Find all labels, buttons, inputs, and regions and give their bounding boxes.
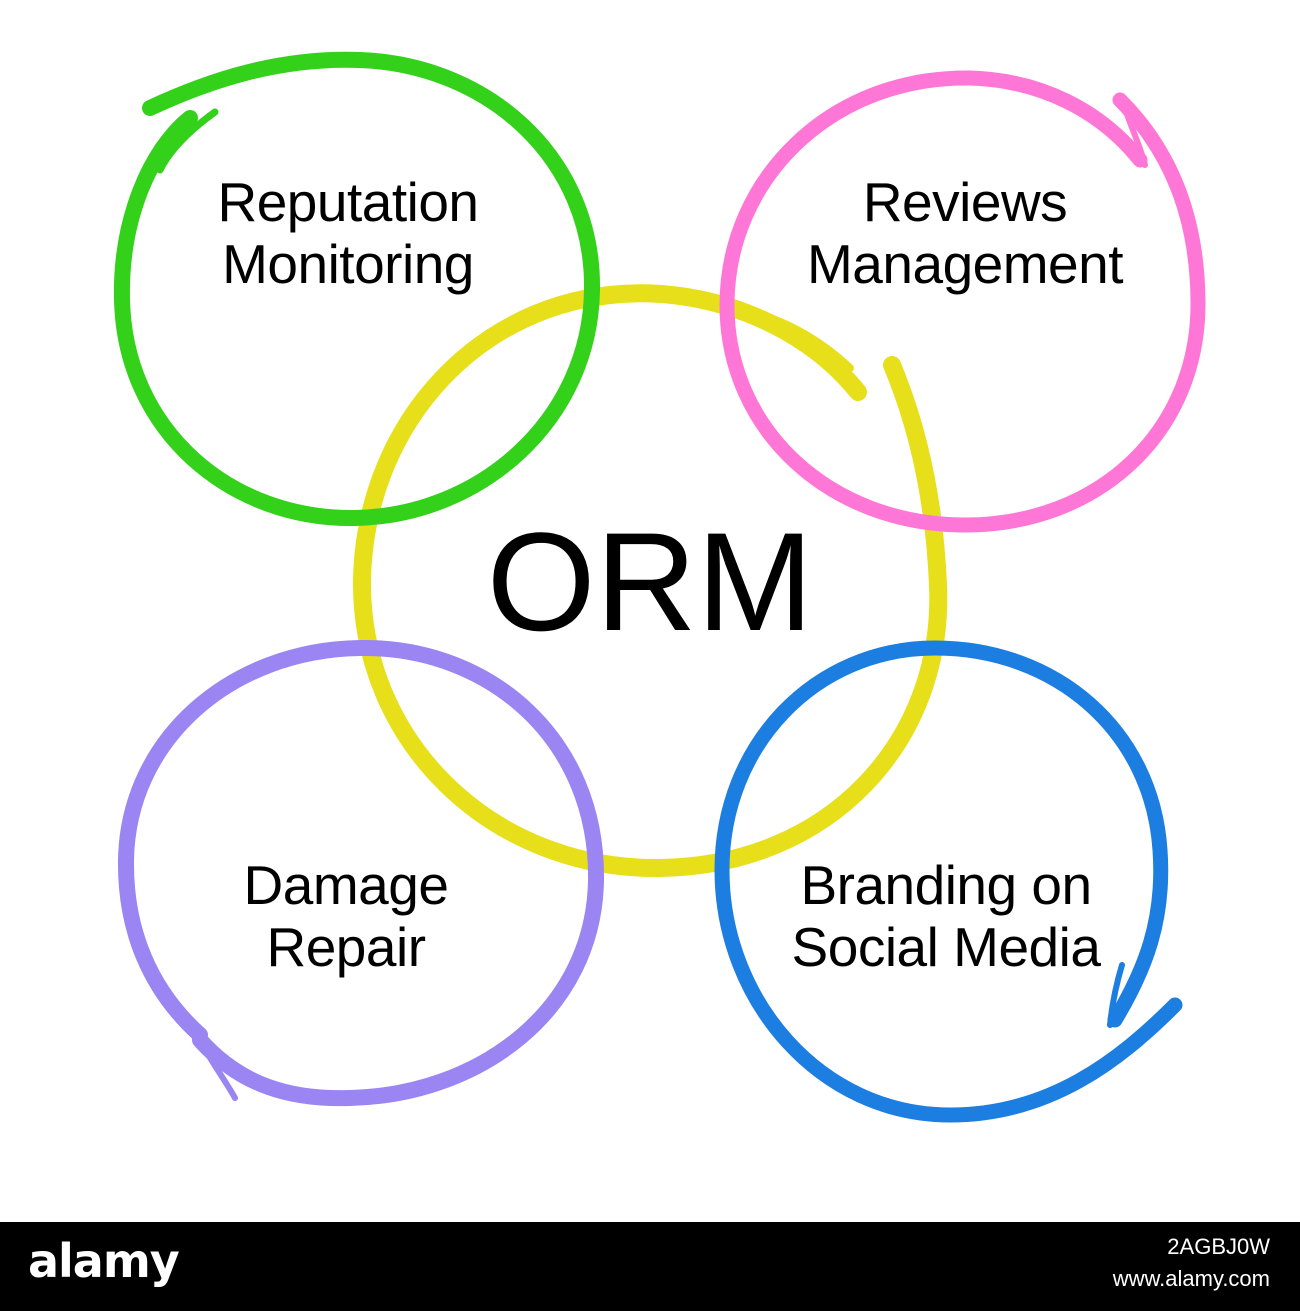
top-left-ring: [113, 51, 601, 527]
alamy-logo: alamy: [28, 1234, 180, 1288]
top-right-ring: [719, 70, 1206, 533]
center-label-orm: ORM: [486, 503, 814, 660]
node-label-line: Reviews: [862, 171, 1068, 233]
site-url: www.alamy.com: [1112, 1266, 1270, 1291]
node-label-line: Repair: [266, 915, 426, 978]
bottom-right-ring: [714, 640, 1183, 1123]
node-label-reviews-management: Reviews Management: [765, 171, 1165, 295]
node-label-damage-repair: Damage Repair: [146, 854, 546, 978]
bottom-left-ring: [117, 639, 605, 1107]
rings-layer: [113, 51, 1206, 1123]
node-label-line: Reputation: [217, 171, 479, 233]
node-label-line: Social Media: [791, 915, 1101, 978]
node-label-line: Damage: [243, 854, 449, 916]
node-label-reputation-monitoring: Reputation Monitoring: [148, 171, 548, 295]
center-ring: [352, 284, 948, 878]
node-label-line: Branding on: [800, 854, 1092, 916]
node-label-branding-social-media: Branding on Social Media: [746, 854, 1146, 978]
node-label-line: Management: [806, 232, 1124, 295]
footer-bar: alamy 2AGBJ0W www.alamy.com: [0, 1222, 1300, 1311]
image-code: 2AGBJ0W: [1167, 1234, 1270, 1259]
node-label-line: Monitoring: [222, 232, 474, 295]
orm-diagram: ORM Reputation Monitoring Reviews Manage…: [113, 51, 1206, 1123]
